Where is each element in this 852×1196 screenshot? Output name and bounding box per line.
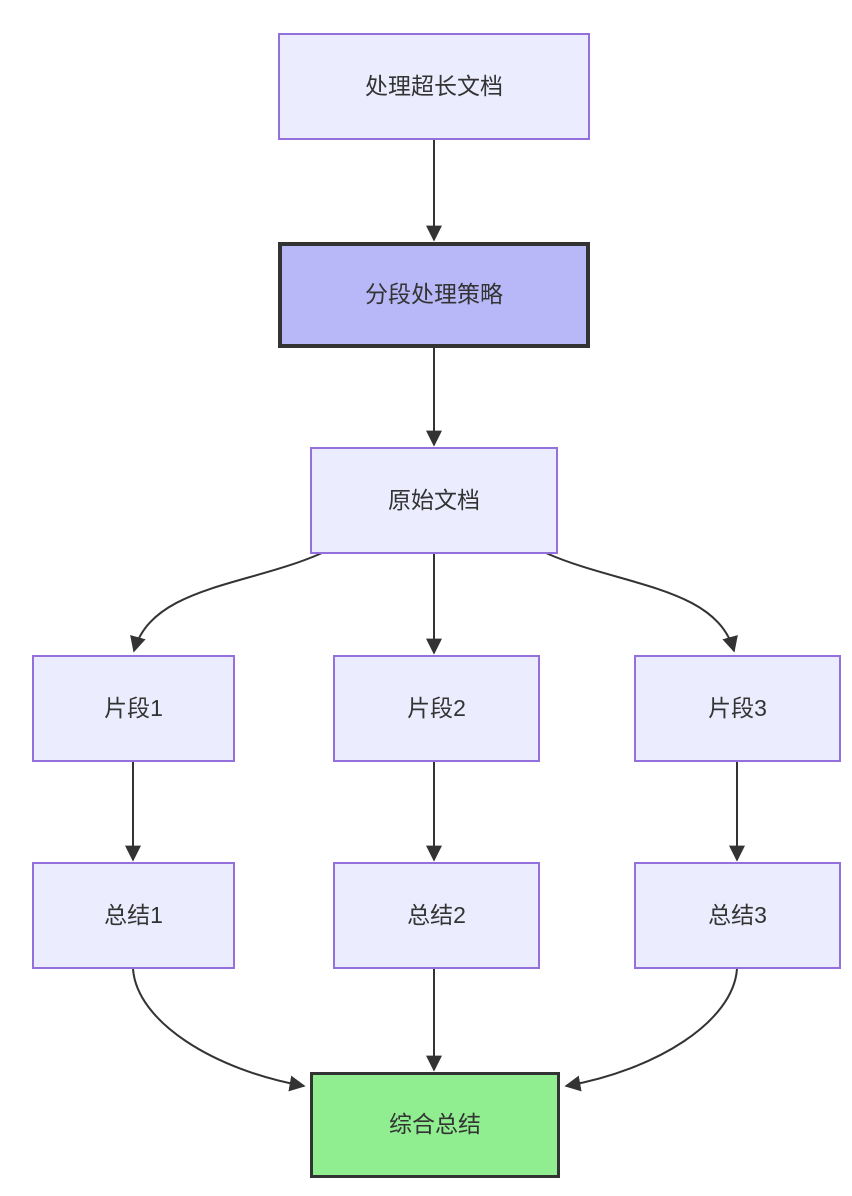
node-fragment-3: 片段3 [634, 655, 841, 762]
node-original-document: 原始文档 [310, 447, 558, 554]
node-handle-long-document: 处理超长文档 [278, 33, 590, 140]
node-segmentation-strategy: 分段处理策略 [278, 242, 590, 348]
node-summary-3: 总结3 [634, 862, 841, 969]
node-fragment-2: 片段2 [333, 655, 540, 762]
edge-c-d [130, 552, 323, 653]
edge-i-j [564, 968, 738, 1092]
node-fragment-1: 片段1 [32, 655, 235, 762]
node-final-summary: 综合总结 [310, 1072, 560, 1178]
node-summary-1: 总结1 [32, 862, 235, 969]
node-summary-2: 总结2 [333, 862, 540, 969]
edge-c-f [545, 552, 738, 653]
edge-g-j [132, 968, 306, 1092]
